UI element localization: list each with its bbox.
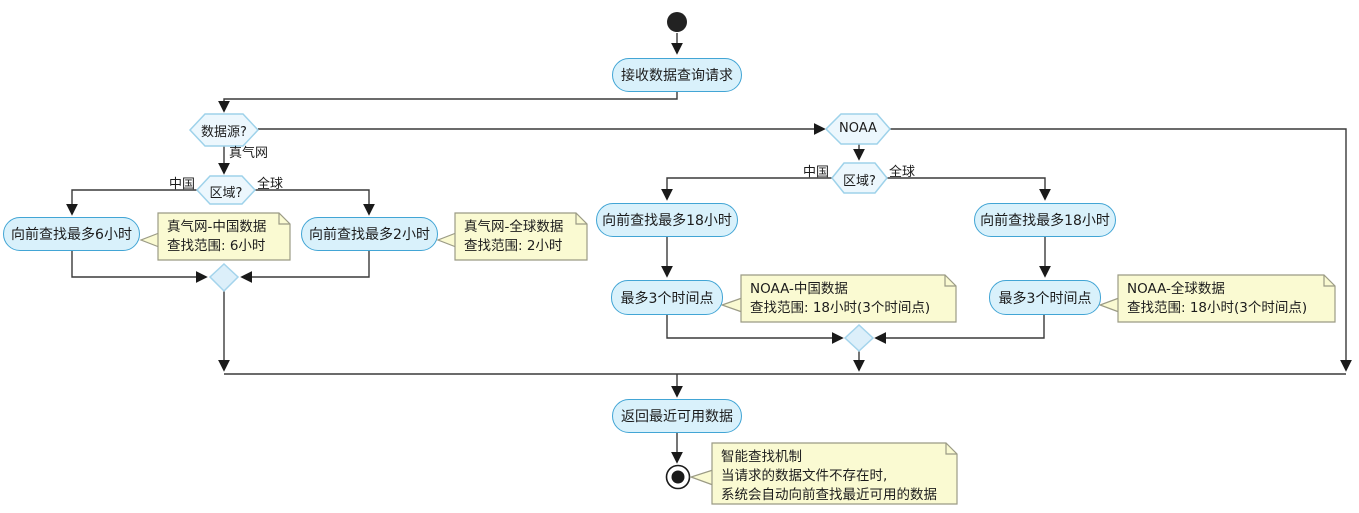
activity-zq-china-search: 向前查找最多6小时 [3, 217, 140, 251]
note-zq-global: 真气网-全球数据 查找范围: 2小时 [455, 214, 587, 260]
activity-receive-request-label: 接收数据查询请求 [621, 68, 733, 84]
merge-diamonds [208, 262, 875, 353]
activity-noaa-global-search-label: 向前查找最多18小时 [980, 213, 1110, 229]
edge-region-right-global [887, 177, 1051, 201]
note-noaa-china-line1: NOAA-中国数据 [750, 281, 848, 297]
note-connector-noaa-china [720, 297, 743, 313]
edge-region-right-china [661, 177, 832, 201]
edge-points-left-to-merge [666, 315, 844, 344]
activity-noaa-china-search-label: 向前查找最多18小时 [602, 213, 732, 229]
edge-2h-to-merge [240, 251, 370, 283]
note-noaa-global-shape [1117, 274, 1336, 323]
note-zq-china-line1: 真气网-中国数据 [167, 219, 267, 235]
note-zq-global-shape [454, 212, 588, 261]
flow-edges [66, 33, 1352, 464]
datasource-hexagon [188, 113, 260, 147]
note-connector-mechanism [689, 469, 714, 486]
edge-noaa-else-right [890, 128, 1352, 372]
note-mechanism-line3: 系统会自动向前查找最近可用的数据 [721, 487, 937, 503]
end-node [665, 464, 691, 490]
note-mechanism: 智能查找机制 当请求的数据文件不存在时, 系统会自动向前查找最近可用的数据 [712, 444, 957, 504]
activity-noaa-global-points-label: 最多3个时间点 [998, 290, 1092, 307]
note-noaa-global-line1: NOAA-全球数据 [1127, 281, 1225, 297]
activity-receive-request: 接收数据查询请求 [612, 58, 742, 92]
note-connector-zq-china [139, 232, 160, 248]
note-mechanism-line2: 当请求的数据文件不存在时, [721, 468, 888, 484]
activity-noaa-global-search: 向前查找最多18小时 [974, 203, 1116, 237]
note-mechanism-line1: 智能查找机制 [721, 449, 802, 465]
note-connector-zq-global [436, 232, 457, 248]
note-noaa-global: NOAA-全球数据 查找范围: 18小时(3个时间点) [1118, 276, 1335, 322]
edge-label-region-left-global: 全球 [257, 177, 284, 192]
activity-noaa-china-points-label: 最多3个时间点 [620, 290, 714, 307]
region-left-decision-label: 区域? [209, 186, 243, 201]
noaa-decision-label: NOAA [839, 121, 877, 136]
note-zq-global-line1: 真气网-全球数据 [464, 219, 564, 235]
note-connectors [139, 232, 1120, 486]
merge-right-diamond [843, 323, 875, 353]
region-left-hexagon [195, 175, 257, 205]
start-node [667, 12, 687, 32]
edge-points-right-to-merge [874, 315, 1045, 344]
note-connector-noaa-global [1098, 297, 1120, 313]
note-noaa-global-line2: 查找范围: 18小时(3个时间点) [1127, 300, 1308, 316]
edge-label-zhenqiwang: 真气网 [229, 146, 269, 161]
edge-label-region-right-global: 全球 [889, 165, 916, 180]
datasource-decision-label: 数据源? [201, 125, 247, 140]
note-zq-china-line2: 查找范围: 6小时 [167, 238, 266, 254]
decision-hexagons [188, 113, 891, 205]
note-mechanism-shape [711, 442, 958, 505]
edge-receive-to-datasource [218, 92, 678, 113]
noaa-hexagon [824, 113, 891, 145]
note-noaa-china: NOAA-中国数据 查找范围: 18小时(3个时间点) [741, 276, 956, 322]
edge-label-region-right-china: 中国 [803, 165, 830, 180]
edge-6h-to-merge [71, 251, 208, 283]
activity-noaa-china-search: 向前查找最多18小时 [596, 203, 738, 237]
activity-return-data-label: 返回最近可用数据 [621, 409, 733, 425]
note-noaa-china-shape [740, 274, 957, 323]
region-right-decision-label: 区域? [843, 174, 876, 189]
note-zq-china-shape [157, 212, 291, 261]
activity-noaa-china-points: 最多3个时间点 [611, 280, 723, 315]
activity-return-data: 返回最近可用数据 [612, 399, 742, 433]
activity-noaa-global-points: 最多3个时间点 [989, 280, 1101, 315]
note-zq-china: 真气网-中国数据 查找范围: 6小时 [158, 214, 290, 260]
activity-zq-global-search: 向前查找最多2小时 [301, 217, 438, 251]
edge-region-left-china [66, 189, 197, 216]
note-zq-global-line2: 查找范围: 2小时 [464, 238, 563, 254]
note-shapes [157, 212, 1336, 505]
edge-region-left-global [255, 189, 375, 216]
region-right-hexagon [831, 162, 888, 194]
note-noaa-china-line2: 查找范围: 18小时(3个时间点) [750, 300, 931, 316]
activity-zq-global-search-label: 向前查找最多2小时 [309, 227, 430, 243]
activity-zq-china-search-label: 向前查找最多6小时 [11, 227, 132, 243]
merge-left-diamond [208, 262, 240, 293]
edge-label-region-left-china: 中国 [169, 177, 196, 192]
